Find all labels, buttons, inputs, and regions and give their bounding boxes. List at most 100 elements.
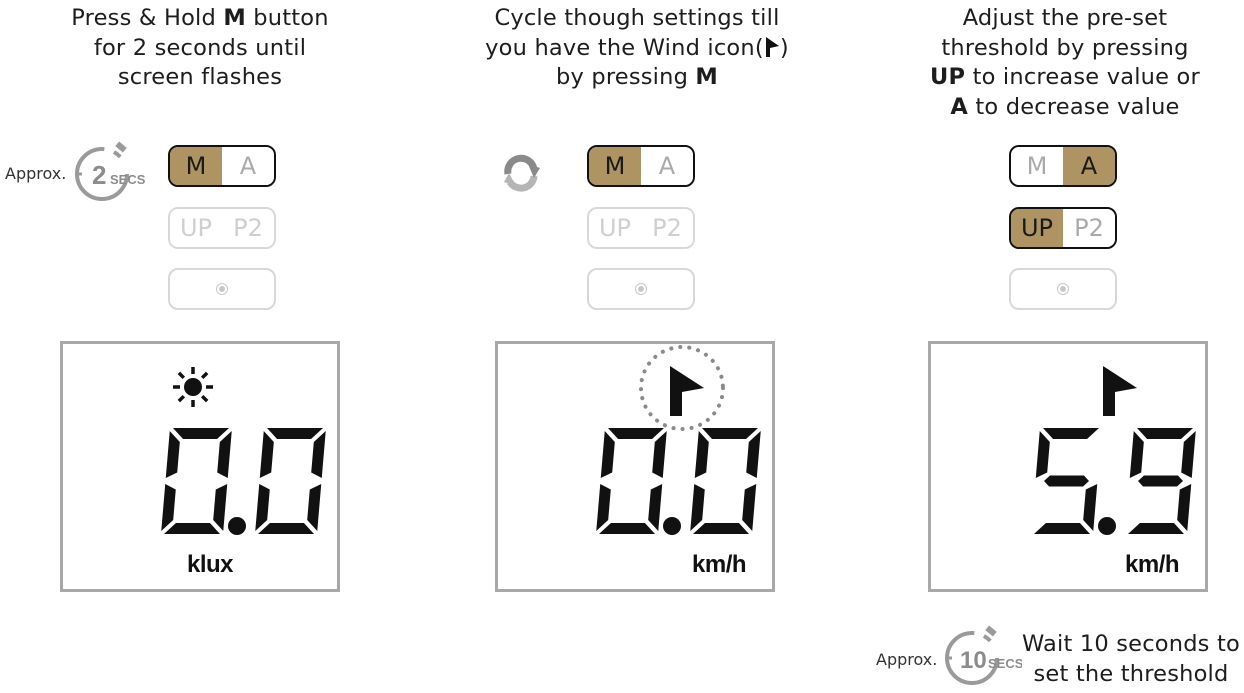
footer-caption: Wait 10 seconds to set the threshold — [1020, 630, 1242, 689]
segment-e — [596, 484, 611, 531]
timer-value: 10 — [960, 647, 987, 674]
segment-b — [746, 431, 761, 478]
timer-value: 2 — [92, 160, 106, 190]
a-key[interactable]: A — [222, 147, 274, 185]
p2-key[interactable]: P2 — [641, 209, 693, 247]
footer-line-1: Wait 10 seconds to — [1022, 631, 1240, 657]
up-key[interactable]: UP — [1011, 209, 1063, 247]
segment-e — [161, 484, 176, 531]
caption-line: Cycle though settings till — [472, 4, 802, 34]
caption-line: you have the Wind icon() — [472, 34, 802, 64]
caption-text: screen flashes — [117, 64, 283, 90]
segment-f — [1035, 431, 1050, 478]
caption-text: to decrease value — [968, 93, 1180, 120]
caption-key: M — [223, 5, 246, 31]
caption-key: UP — [930, 64, 966, 90]
segment-c — [307, 484, 322, 531]
up-key[interactable]: UP — [170, 209, 222, 247]
m-key[interactable]: M — [1011, 147, 1063, 185]
step1-approx-label: Approx. — [5, 164, 67, 183]
step2-unit-label: km/h — [692, 551, 747, 578]
p2-key[interactable]: P2 — [222, 209, 274, 247]
step3-m-a-button[interactable]: M A — [1009, 145, 1117, 187]
segment-d — [1128, 523, 1184, 534]
record-dot-icon — [216, 283, 228, 295]
segment-b — [311, 431, 326, 478]
segment-e — [255, 484, 270, 531]
segment-c — [213, 484, 228, 531]
footer-approx-label: Approx. — [876, 650, 938, 669]
segment-c — [1083, 484, 1098, 531]
segment-d — [164, 523, 220, 534]
segment-b — [652, 431, 667, 478]
segment-a — [267, 428, 323, 439]
step1-m-a-button[interactable]: M A — [168, 145, 276, 187]
step2-lcd-display: km/h — [495, 341, 775, 592]
record-dot-icon — [635, 283, 647, 295]
segment-b — [1181, 431, 1196, 478]
segment-a — [608, 428, 664, 439]
segment-c — [742, 484, 757, 531]
step1-reset-button[interactable] — [168, 268, 276, 310]
lcd-digit-0 — [255, 428, 326, 534]
caption-line: by pressing M — [472, 63, 802, 93]
a-key[interactable]: A — [1063, 147, 1115, 185]
m-key[interactable]: M — [170, 147, 222, 185]
lcd-digit-0 — [161, 428, 232, 534]
stopwatch-icon: 2 SECS — [72, 140, 148, 206]
segment-a — [702, 428, 758, 439]
up-key[interactable]: UP — [589, 209, 641, 247]
segment-d — [693, 523, 749, 534]
timer-unit: SECS — [110, 172, 146, 187]
lcd-digit-5 — [1034, 428, 1099, 534]
m-key[interactable]: M — [589, 147, 641, 185]
step1-up-p2-button[interactable]: UP P2 — [168, 207, 276, 249]
caption-key: A — [950, 93, 969, 120]
step2-reset-button[interactable] — [587, 268, 695, 310]
step2-up-p2-button[interactable]: UP P2 — [587, 207, 695, 249]
segment-b — [217, 431, 232, 478]
step3-reset-button[interactable] — [1009, 268, 1117, 310]
timer-unit: SECS — [988, 656, 1022, 671]
caption-text: threshold by pressing — [941, 34, 1189, 61]
caption-line: screen flashes — [40, 63, 360, 93]
stopwatch-crown — [115, 141, 127, 153]
step1-unit-label: klux — [187, 551, 234, 578]
segment-f — [694, 431, 709, 478]
caption-text: to increase value or — [965, 64, 1200, 90]
caption-text: you have the Wind icon( — [485, 34, 764, 61]
caption-line: A to decrease value — [900, 93, 1230, 123]
step1-lcd-display: klux — [60, 341, 340, 592]
a-key[interactable]: A — [641, 147, 693, 185]
p2-key[interactable]: P2 — [1063, 209, 1115, 247]
caption-text: Press & Hold — [71, 5, 224, 31]
cycle-arrow-icon — [500, 154, 544, 198]
decimal-point — [1098, 517, 1116, 535]
segment-a — [1137, 428, 1193, 439]
caption-line: threshold by pressing — [900, 34, 1230, 64]
caption-line: Adjust the pre-set — [900, 4, 1230, 34]
wind-flag-icon — [765, 36, 779, 57]
caption-key: M — [695, 64, 718, 90]
caption-text: by pressing — [555, 64, 696, 90]
caption-text: Cycle though settings till — [494, 5, 780, 31]
record-dot-icon — [1057, 283, 1069, 295]
step3-up-p2-button[interactable]: UP P2 — [1009, 207, 1117, 249]
segment-a — [1043, 428, 1099, 439]
segment-f — [165, 431, 180, 478]
step1-lcd-graphics — [161, 367, 326, 535]
step2-lcd-graphics — [596, 345, 761, 535]
decimal-point — [228, 517, 246, 535]
sun-icon — [173, 367, 213, 407]
caption-text: for 2 seconds until — [93, 34, 307, 61]
flashing-ring — [639, 345, 725, 431]
segment-d — [258, 523, 314, 534]
stopwatch-crown — [985, 625, 997, 637]
step2-m-a-button[interactable]: M A — [587, 145, 695, 187]
caption-line: Press & Hold M button — [40, 4, 360, 34]
segment-g — [1044, 475, 1089, 487]
caption-line: for 2 seconds until — [40, 34, 360, 64]
